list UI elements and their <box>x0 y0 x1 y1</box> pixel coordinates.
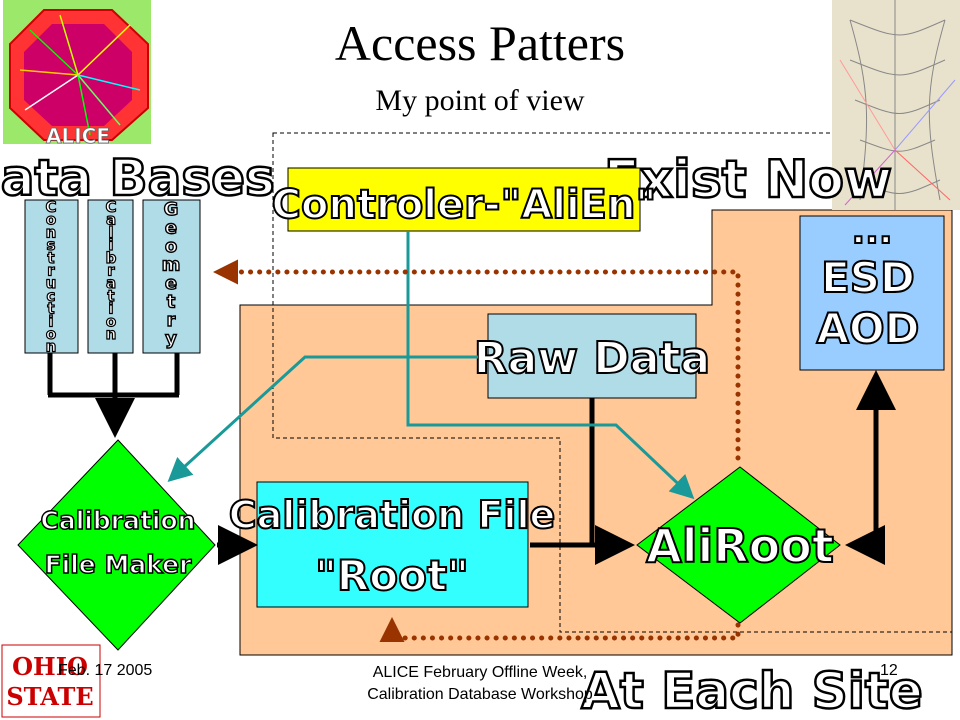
at-each-site-label: At Each Site <box>581 662 923 720</box>
calibration-file-box <box>256 481 529 608</box>
detector-illustration <box>832 0 960 210</box>
calibration-file-label-2: "Root" <box>315 551 469 600</box>
raw-data-label: Raw Data <box>474 333 710 384</box>
dotted-flow-arrows <box>213 259 741 642</box>
esd-label: ESD <box>821 253 915 302</box>
db-merge-connector <box>47 353 180 438</box>
controler-box <box>287 167 641 232</box>
exist-now-label: Exist Now <box>604 150 892 210</box>
data-bases-label: Data Bases <box>0 149 275 207</box>
ohio-state-logo: OHIO STATE <box>1 644 101 718</box>
svg-text:STATE: STATE <box>6 682 93 711</box>
db-construction <box>24 199 79 354</box>
db-geometry <box>142 199 201 354</box>
calib-maker-label-1: Calibration <box>41 506 196 535</box>
db-calibration <box>87 199 134 354</box>
raw-data-box <box>487 313 697 399</box>
aliroot-label: AliRoot <box>646 519 834 573</box>
footer-event-line1: ALICE February Offline Week, <box>372 664 588 681</box>
black-flow-arrows <box>217 370 896 565</box>
slide-subtitle: My point of view <box>375 84 585 117</box>
alice-logo-text: ALICE <box>46 124 110 148</box>
calibration-file-label-1: Calibration File <box>229 493 556 537</box>
footer-event-line2: Calibration Database Workshop <box>367 686 593 703</box>
aliroot-diamond <box>636 466 841 624</box>
aod-label: AOD <box>816 304 919 353</box>
svg-text:OHIO: OHIO <box>12 652 88 681</box>
esd-aod-ellipsis: ... <box>851 211 892 252</box>
esd-aod-box <box>799 215 945 371</box>
teal-flow-arrows <box>167 231 695 500</box>
alice-logo: ALICE <box>3 0 151 148</box>
controler-label: Controler-"AliEn" <box>272 182 657 228</box>
calib-maker-label-2: File Maker <box>45 550 193 579</box>
footer-date: Feb. 17 2005 <box>58 662 153 679</box>
footer-page-number: 12 <box>880 662 898 679</box>
slide-title: Access Patters <box>334 15 626 71</box>
footer-event: ALICE February Offline Week, Calibration… <box>320 662 640 706</box>
calibration-file-maker-diamond <box>17 439 216 651</box>
